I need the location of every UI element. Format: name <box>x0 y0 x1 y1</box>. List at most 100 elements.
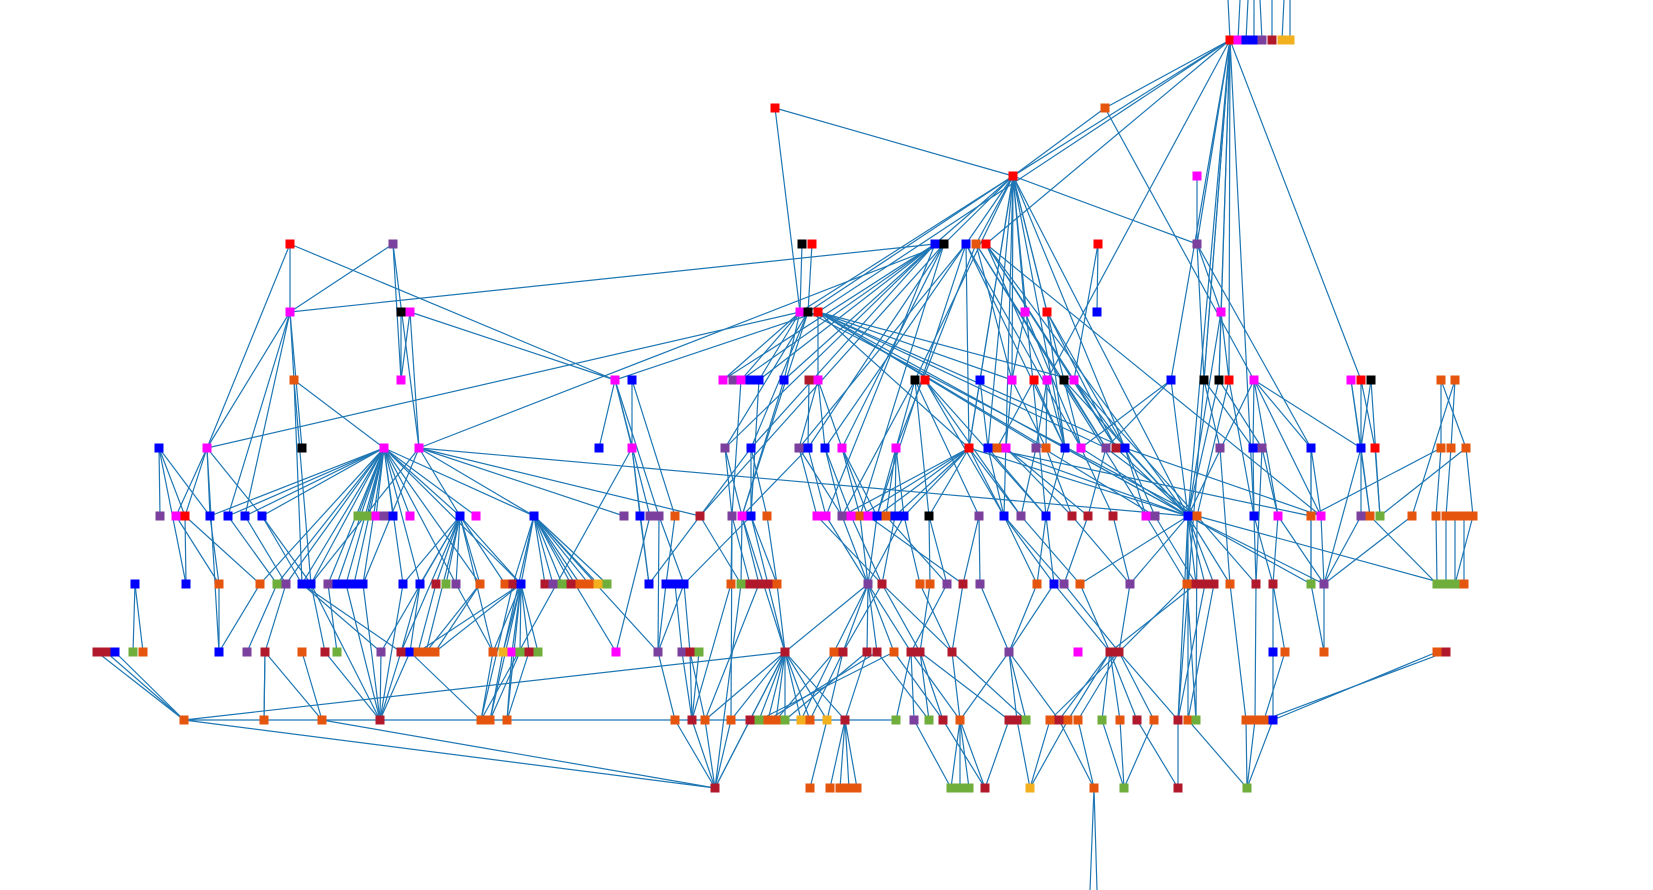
graph-node-crimson[interactable] <box>763 579 773 589</box>
graph-node-magenta[interactable] <box>821 511 831 521</box>
graph-node-black[interactable] <box>1059 375 1069 385</box>
graph-node-crimson[interactable] <box>1251 579 1261 589</box>
graph-node-crimson[interactable] <box>431 579 441 589</box>
graph-node-purple[interactable] <box>548 579 558 589</box>
graph-node-purple[interactable] <box>1257 443 1267 453</box>
graph-node-magenta[interactable] <box>736 375 746 385</box>
graph-node-blue[interactable] <box>670 579 680 589</box>
graph-node-orange[interactable] <box>297 647 307 657</box>
graph-node-orange[interactable] <box>925 579 935 589</box>
graph-node-magenta[interactable] <box>1020 307 1030 317</box>
graph-node-green[interactable] <box>1119 783 1129 793</box>
graph-node-purple[interactable] <box>654 511 664 521</box>
graph-node-magenta[interactable] <box>1346 375 1356 385</box>
graph-node-green[interactable] <box>780 715 790 725</box>
graph-node-blue[interactable] <box>746 511 756 521</box>
graph-node-green[interactable] <box>1021 715 1031 725</box>
graph-node-magenta[interactable] <box>1192 171 1202 181</box>
graph-node-purple[interactable] <box>1125 579 1135 589</box>
graph-node-magenta[interactable] <box>1233 35 1243 45</box>
graph-node-magenta[interactable] <box>1069 375 1079 385</box>
graph-node-orange[interactable] <box>255 579 265 589</box>
graph-node-black[interactable] <box>1366 375 1376 385</box>
graph-node-magenta[interactable] <box>414 443 424 453</box>
graph-node-black[interactable] <box>910 375 920 385</box>
graph-node-orange[interactable] <box>1183 715 1193 725</box>
graph-node-blue[interactable] <box>661 579 671 589</box>
graph-node-magenta[interactable] <box>202 443 212 453</box>
graph-node-purple[interactable] <box>837 511 847 521</box>
graph-node-blue[interactable] <box>257 511 267 521</box>
graph-node-orange[interactable] <box>1306 511 1316 521</box>
graph-node-crimson[interactable] <box>1200 579 1210 589</box>
graph-node-orange[interactable] <box>1365 511 1375 521</box>
graph-node-blue[interactable] <box>223 511 233 521</box>
graph-node-crimson[interactable] <box>872 647 882 657</box>
graph-node-purple[interactable] <box>974 511 984 521</box>
graph-node-orange[interactable] <box>726 579 736 589</box>
graph-node-green[interactable] <box>515 647 525 657</box>
graph-node-blue[interactable] <box>529 511 539 521</box>
graph-node-crimson[interactable] <box>780 647 790 657</box>
graph-node-crimson[interactable] <box>958 579 968 589</box>
graph-node-black[interactable] <box>1199 375 1209 385</box>
graph-node-purple[interactable] <box>1101 443 1111 453</box>
graph-node-orange[interactable] <box>259 715 269 725</box>
graph-node-orange[interactable] <box>1432 647 1442 657</box>
graph-node-magenta[interactable] <box>396 375 406 385</box>
graph-node-black[interactable] <box>396 307 406 317</box>
graph-node-crimson[interactable] <box>1054 715 1064 725</box>
graph-node-crimson[interactable] <box>947 647 957 657</box>
graph-node-crimson[interactable] <box>980 783 990 793</box>
graph-node-green[interactable] <box>441 579 451 589</box>
graph-node-crimson[interactable] <box>1191 579 1201 589</box>
graph-node-green[interactable] <box>1375 511 1385 521</box>
graph-node-crimson[interactable] <box>695 511 705 521</box>
graph-node-crimson[interactable] <box>92 647 102 657</box>
graph-node-orange[interactable] <box>1441 511 1451 521</box>
graph-node-crimson[interactable] <box>1105 647 1115 657</box>
graph-node-green[interactable] <box>1306 579 1316 589</box>
graph-node-green[interactable] <box>533 647 543 657</box>
graph-node-blue[interactable] <box>754 375 764 385</box>
graph-node-magenta[interactable] <box>405 307 415 317</box>
graph-node-orange[interactable] <box>763 715 773 725</box>
graph-node-green[interactable] <box>1097 715 1107 725</box>
graph-node-blue[interactable] <box>516 579 526 589</box>
graph-node-orange[interactable] <box>829 647 839 657</box>
graph-node-magenta[interactable] <box>837 443 847 453</box>
graph-node-magenta[interactable] <box>1316 511 1326 521</box>
graph-node-purple[interactable] <box>727 511 737 521</box>
graph-node-red[interactable] <box>807 239 817 249</box>
graph-node-magenta[interactable] <box>1273 511 1283 521</box>
graph-node-orange[interactable] <box>1446 443 1456 453</box>
graph-node-red[interactable] <box>964 443 974 453</box>
graph-node-blue[interactable] <box>999 511 1009 521</box>
graph-node-orange[interactable] <box>915 579 925 589</box>
graph-node-orange[interactable] <box>955 715 965 725</box>
graph-node-orange[interactable] <box>835 783 845 793</box>
graph-node-orange[interactable] <box>1045 715 1055 725</box>
graph-node-orange[interactable] <box>1459 579 1469 589</box>
graph-node-green[interactable] <box>332 647 342 657</box>
graph-node-orange[interactable] <box>317 715 327 725</box>
graph-node-blue[interactable] <box>803 443 813 453</box>
graph-node-orange[interactable] <box>502 715 512 725</box>
graph-node-orange[interactable] <box>1073 715 1083 725</box>
graph-node-green[interactable] <box>128 647 138 657</box>
graph-node-red[interactable] <box>813 307 823 317</box>
graph-node-crimson[interactable] <box>1067 511 1077 521</box>
graph-node-purple[interactable] <box>242 647 252 657</box>
graph-node-purple[interactable] <box>1356 511 1366 521</box>
graph-node-blue[interactable] <box>746 443 756 453</box>
graph-node-blue[interactable] <box>594 443 604 453</box>
graph-node-purple[interactable] <box>1016 511 1026 521</box>
graph-node-green[interactable] <box>964 783 974 793</box>
graph-node-orange[interactable] <box>476 715 486 725</box>
graph-node-magenta[interactable] <box>718 375 728 385</box>
graph-node-crimson[interactable] <box>1173 783 1183 793</box>
graph-node-black[interactable] <box>297 443 307 453</box>
graph-node-orange[interactable] <box>584 579 594 589</box>
graph-node-orange[interactable] <box>852 783 862 793</box>
graph-node-blue[interactable] <box>455 511 465 521</box>
